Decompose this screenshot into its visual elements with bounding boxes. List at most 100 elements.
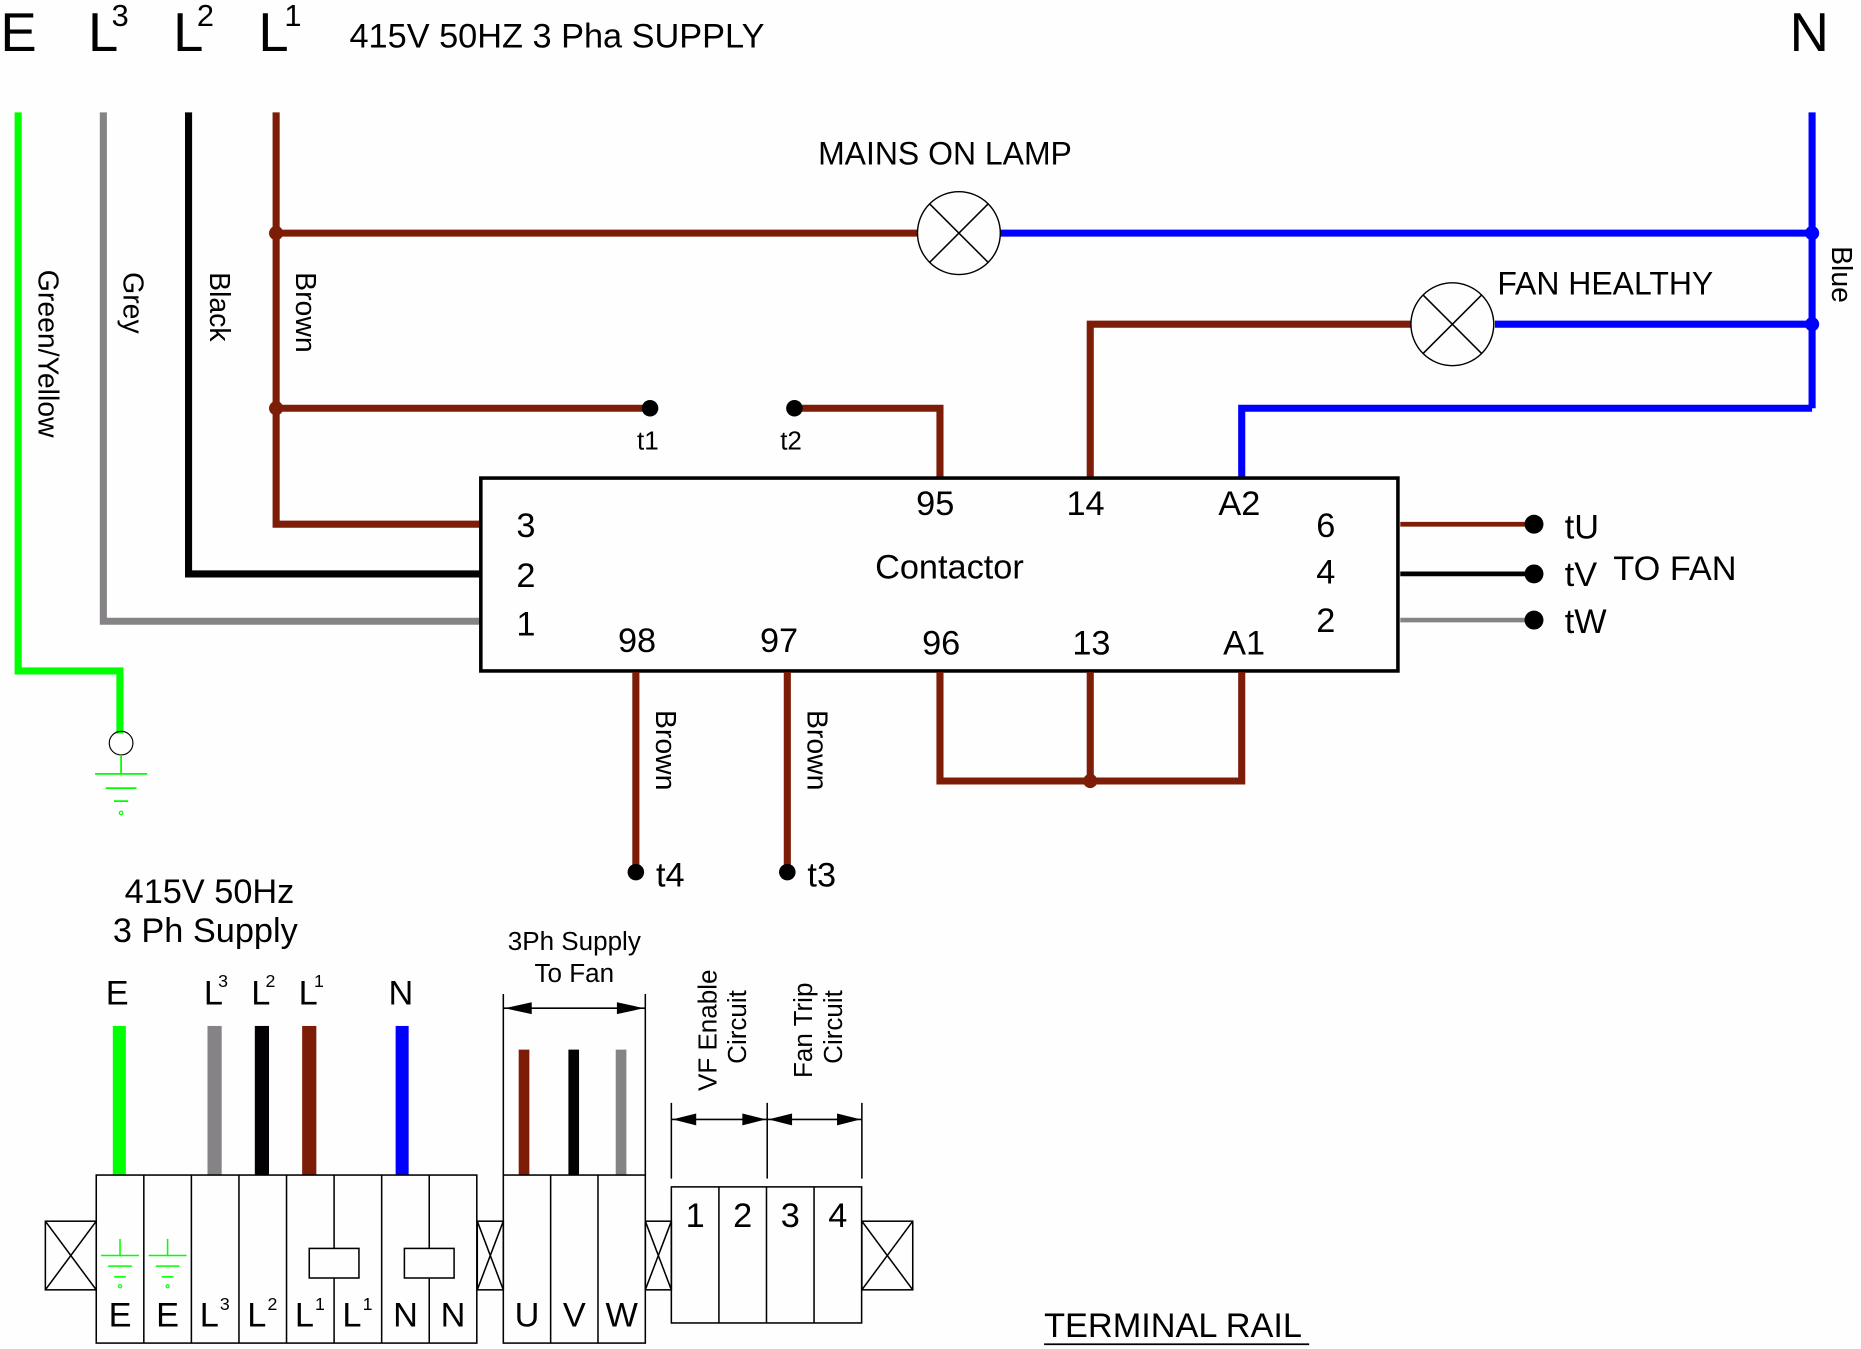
control-dimension-arrows [670, 1102, 863, 1179]
rail-terminal-label: U [515, 1297, 540, 1335]
fan-healthy-lamp-icon [1410, 282, 1495, 367]
contactor-pin-6: 6 [1316, 507, 1335, 545]
rail-l1-sup: 1 [314, 971, 324, 991]
rail-terminal-label: 3 [781, 1197, 800, 1235]
rail-terminal: 3 [765, 1186, 800, 1323]
contactor-box [479, 476, 1400, 673]
earth-symbol-icon [95, 730, 148, 816]
rail-fan-u-wire-stub [518, 1049, 530, 1176]
rail-neutral-letter: N [389, 975, 414, 1013]
header-l3-label: L [88, 2, 118, 63]
rail-terminal-label: V [563, 1297, 586, 1335]
header-l2-sup: 2 [197, 0, 214, 33]
tw-label: tW [1565, 603, 1608, 641]
contactor-pin-4: 4 [1316, 553, 1335, 591]
rail-vf-enable-line2: Circuit [722, 989, 752, 1063]
rail-terminal: E [101, 1238, 139, 1335]
bridge-link [308, 1247, 360, 1279]
rail-l2-wire-stub [254, 1025, 270, 1176]
rail-terminal: N [428, 1175, 466, 1344]
rail-l1-wire-stub [302, 1025, 317, 1176]
tu-label: tU [1565, 508, 1599, 546]
rail-fan-v-wire-stub [568, 1049, 580, 1176]
t1-terminal [641, 399, 659, 417]
rail-terminal-label: W [605, 1297, 638, 1335]
mains-on-lamp-label: MAINS ON LAMP [818, 135, 1072, 171]
rail-end-stop-mid1 [476, 1220, 505, 1291]
14-to-fan-lamp-wire [1086, 320, 1411, 479]
rail-l3-sup: 3 [218, 971, 228, 991]
rail-l3-wire-stub [207, 1025, 222, 1176]
rail-terminal-label: L [342, 1297, 361, 1335]
rail-terminal-label: L [200, 1297, 219, 1335]
rail-supply-heading-line2: 3 Ph Supply [113, 912, 299, 950]
to-fan-label: TO FAN [1613, 550, 1736, 588]
rail-terminal-label-sup: 2 [267, 1294, 277, 1314]
rail-terminal-label: N [441, 1297, 466, 1335]
rail-earth-letter: E [106, 975, 129, 1013]
rail-terminal-label: E [156, 1297, 179, 1335]
bridge-link [403, 1247, 455, 1279]
rail-terminal: 4 [813, 1186, 847, 1323]
contactor-pin-1: 1 [516, 605, 535, 643]
t1-label: t1 [637, 426, 659, 456]
earth-symbol-icon [101, 1238, 139, 1289]
rail-fan-supply-heading-line2: To Fan [535, 958, 615, 988]
rail-terminal-label-sup: 1 [315, 1294, 325, 1314]
rail-terminal: N [380, 1175, 418, 1344]
earth-symbol-icon [148, 1238, 187, 1289]
junction-dots [269, 226, 1820, 789]
contactor-pin-2: 2 [516, 557, 535, 595]
blue-wire-label: Blue [1825, 246, 1857, 303]
rail-terminal-label: 1 [686, 1197, 705, 1235]
rail-end-stop-left [44, 1220, 98, 1291]
rail-end-stop-right [861, 1220, 914, 1291]
contactor-pin-95: 95 [916, 485, 954, 523]
tw-terminal [1524, 610, 1544, 630]
rail-supply-heading-line1: 415V 50Hz [125, 873, 295, 911]
fan-supply-dimension-arrow [502, 994, 647, 1176]
contactor-pin-a1: A1 [1223, 624, 1265, 662]
rail-terminal: W [597, 1175, 638, 1344]
tu-terminal [1524, 514, 1544, 534]
earth-wire [14, 112, 124, 734]
rail-terminal-label-sup: 3 [220, 1294, 230, 1314]
terminal-rail-title: TERMINAL RAIL [1044, 1307, 1302, 1345]
rail-vf-enable-line1: VF Enable [692, 970, 722, 1091]
rail-l2-letter: L [251, 975, 270, 1013]
rail-fan-trip-line2: Circuit [818, 989, 848, 1063]
rail-terminal: U [515, 1297, 540, 1335]
t3-label: t3 [807, 856, 836, 894]
rail-terminal: V [549, 1175, 586, 1344]
rail-terminal: E [143, 1175, 187, 1344]
rail-terminal: 1 [686, 1197, 705, 1235]
a2-neutral-wire [1238, 404, 1813, 479]
contactor-pin-97: 97 [760, 622, 798, 660]
mains-on-lamp-icon [916, 190, 1002, 276]
header-l1-label: L [258, 2, 288, 63]
rail-terminal: 2 [718, 1186, 752, 1323]
brown-wire-label: Brown [289, 272, 321, 352]
rail-l2-sup: 2 [265, 971, 275, 991]
t2-to-95-wire [794, 404, 944, 479]
header-l1-sup: 1 [284, 0, 301, 33]
contactor-pin-3: 3 [516, 507, 535, 545]
rail-terminal-label: 2 [733, 1197, 752, 1235]
black-wire-label: Black [203, 272, 235, 342]
tv-terminal [1524, 564, 1544, 584]
rail-terminal-label: L [295, 1297, 314, 1335]
t4-terminal [627, 863, 645, 881]
contactor-title: Contactor [875, 549, 1024, 587]
contactor-pin-96: 96 [922, 624, 960, 662]
rail-terminal-label: N [393, 1297, 418, 1335]
rail-terminal-label: 4 [828, 1197, 847, 1235]
t4-label: t4 [656, 856, 685, 894]
header-neutral-label: N [1790, 2, 1829, 63]
t3-terminal [779, 863, 796, 881]
